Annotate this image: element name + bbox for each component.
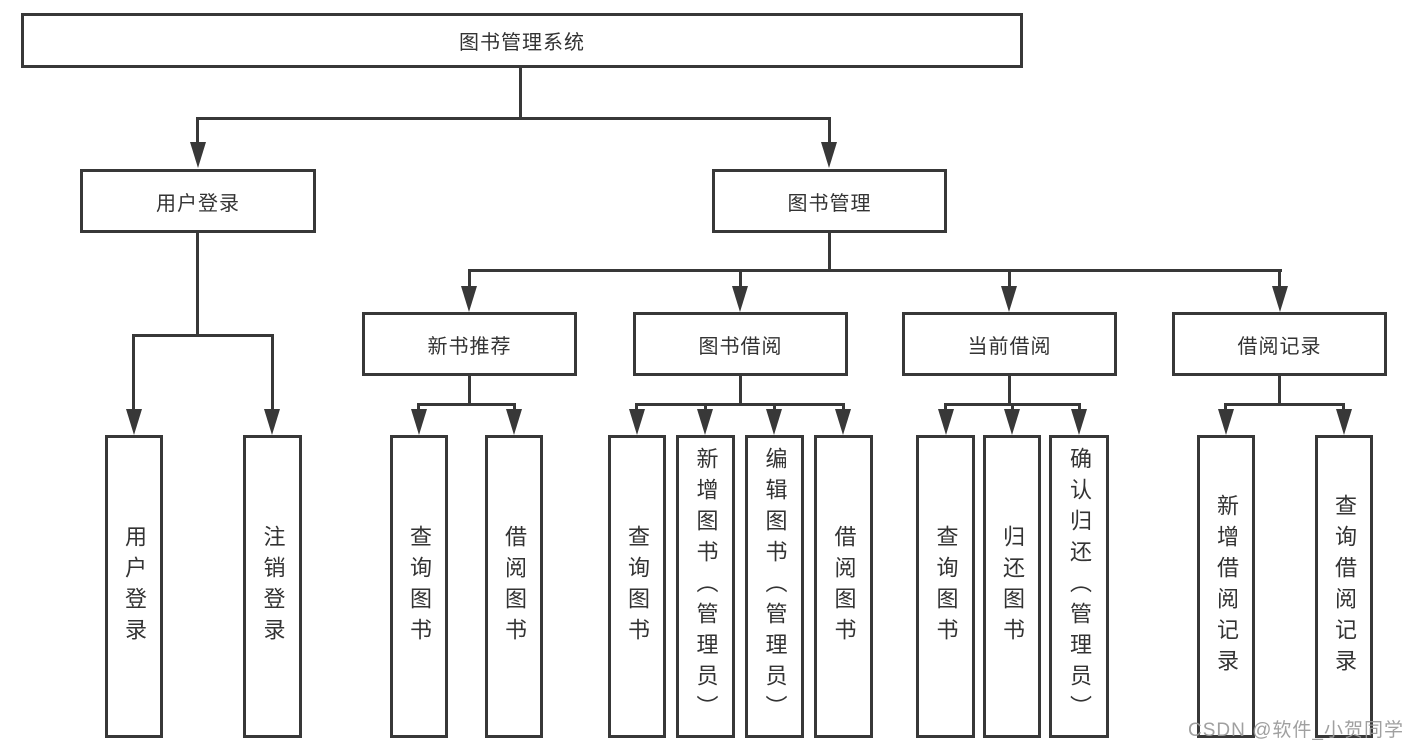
edge-drop-e2 [1342,403,1345,413]
edge-drop-user-login [196,117,199,145]
edge-drop-d2 [1011,403,1014,413]
leaf-logout: 注销登录 [243,435,302,738]
node-borrow-records: 借阅记录 [1172,312,1387,376]
arrowhead-leaf-login-2 [264,409,280,435]
leaf-query-books-current: 查询图书 [916,435,975,738]
edge-drop-b1 [417,403,420,413]
edge-drop-d3 [1078,403,1081,413]
edge-drop-l3-2 [739,269,742,289]
arrowhead-leaf-c4 [835,409,851,435]
edge-management-trunk [828,233,831,272]
leaf-borrow-books-recommend: 借阅图书 [485,435,543,738]
edge-trunk-records [1278,376,1281,406]
leaf-return-books: 归还图书 [983,435,1041,738]
edge-drop-c2 [704,403,707,413]
edge-drop-d1 [944,403,947,413]
arrowhead-book-management [821,142,837,168]
arrowhead-leaf-b1 [411,409,427,435]
edge-root-split [196,117,831,120]
arrowhead-leaf-d1 [938,409,954,435]
arrowhead-leaf-c1 [629,409,645,435]
node-user-login: 用户登录 [80,169,316,233]
arrowhead-leaf-e2 [1336,409,1352,435]
arrowhead-user-login [190,142,206,168]
arrowhead-current-borrow [1001,286,1017,312]
edge-drop-l3-1 [468,269,471,289]
leaf-query-books-recommend: 查询图书 [390,435,448,738]
leaf-borrow-books: 借阅图书 [814,435,873,738]
leaf-query-borrow-record: 查询借阅记录 [1315,435,1373,738]
leaf-user-login: 用户登录 [105,435,163,738]
edge-drop-l3-4 [1278,269,1281,289]
edge-drop-e1 [1224,403,1227,413]
edge-trunk-current [1008,376,1011,406]
leaf-confirm-return-admin: 确认归还（管理员） [1049,435,1109,738]
node-book-borrow: 图书借阅 [633,312,848,376]
arrowhead-leaf-b2 [506,409,522,435]
edge-trunk-new-book [468,376,471,406]
edge-split-new-book [417,403,516,406]
leaf-edit-books-admin: 编辑图书（管理员） [745,435,804,738]
leaf-add-borrow-record: 新增借阅记录 [1197,435,1255,738]
arrowhead-borrow-records [1272,286,1288,312]
node-current-borrow: 当前借阅 [902,312,1117,376]
edge-login-trunk [196,233,199,336]
arrowhead-leaf-e1 [1218,409,1234,435]
edge-drop-c1 [635,403,638,413]
arrowhead-leaf-login-1 [126,409,142,435]
edge-drop-login-1 [132,334,135,412]
edge-login-split [132,334,274,337]
edge-drop-l3-3 [1008,269,1011,289]
arrowhead-leaf-c3 [766,409,782,435]
node-book-management: 图书管理 [712,169,947,233]
edge-management-split [468,269,1282,272]
edge-trunk-borrow [739,376,742,406]
edge-drop-c4 [842,403,845,413]
arrowhead-new-book-rec [461,286,477,312]
edge-drop-b2 [513,403,516,413]
edge-drop-book-management [828,117,831,145]
edge-drop-c3 [773,403,776,413]
edge-drop-login-2 [271,334,274,412]
arrowhead-leaf-d3 [1071,409,1087,435]
arrowhead-leaf-d2 [1004,409,1020,435]
edge-split-borrow [635,403,845,406]
leaf-add-books-admin: 新增图书（管理员） [676,435,735,738]
arrowhead-book-borrow [732,286,748,312]
node-new-book-recommend: 新书推荐 [362,312,577,376]
edge-root-trunk [519,68,522,119]
leaf-query-books-borrow: 查询图书 [608,435,666,738]
arrowhead-leaf-c2 [697,409,713,435]
edge-split-records [1224,403,1345,406]
csdn-watermark: CSDN @软件_小贺同学 [1188,720,1404,741]
node-root-library-management-system: 图书管理系统 [21,13,1023,68]
